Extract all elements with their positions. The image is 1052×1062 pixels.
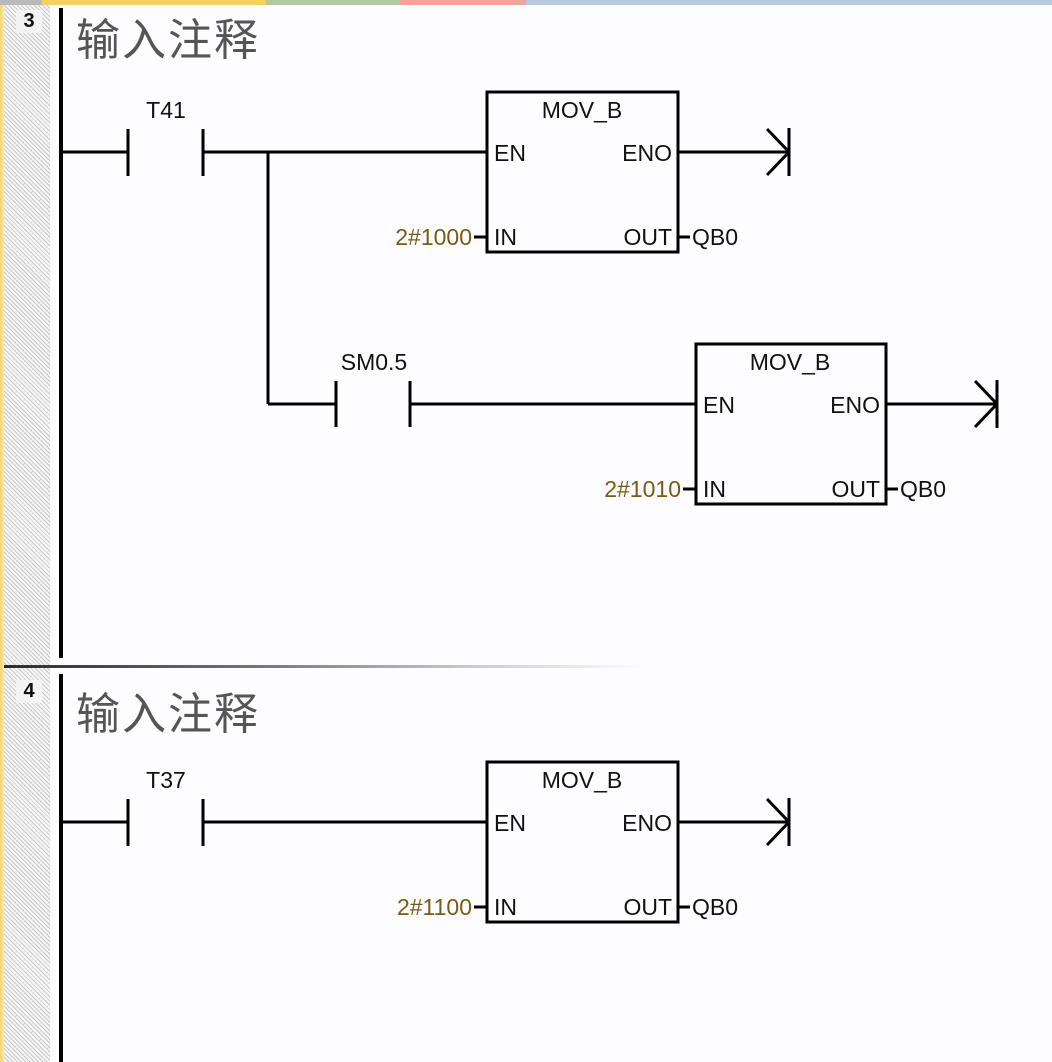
box-pin-eno: ENO: [622, 140, 672, 166]
box-out-value[interactable]: QB0: [692, 224, 738, 250]
box-pin-out: OUT: [623, 224, 672, 250]
tab-strip-segment[interactable]: [400, 0, 526, 5]
box-in-value[interactable]: 2#1000: [395, 224, 472, 250]
box-outline: [694, 342, 888, 506]
box-pin-eno: ENO: [830, 392, 880, 418]
network-comment[interactable]: 输入注释: [76, 689, 260, 740]
tab-strip-segment[interactable]: [526, 0, 1052, 5]
eno-end-arrow-icon: [765, 797, 791, 847]
contact-address: T41: [146, 97, 186, 123]
box-in-value[interactable]: 2#1100: [397, 894, 472, 920]
network-separator: [4, 665, 644, 668]
box-pin-in: IN: [494, 224, 517, 250]
box-out-value[interactable]: QB0: [692, 894, 738, 920]
box-pin-en: EN: [703, 392, 735, 418]
box-out-value[interactable]: QB0: [900, 476, 946, 502]
box-in-value[interactable]: 2#1010: [604, 476, 681, 502]
box-instruction: MOV_B: [542, 97, 623, 123]
box-pin-en: EN: [494, 810, 526, 836]
tab-strip-segment[interactable]: [266, 0, 400, 5]
contact-address: SM0.5: [341, 349, 407, 375]
box-outline: [485, 90, 680, 254]
tab-strip-segment[interactable]: [0, 0, 42, 5]
tab-strip-segment[interactable]: [42, 0, 266, 5]
box-pin-en: EN: [494, 140, 526, 166]
box-outline: [485, 760, 680, 924]
mov-b-box[interactable]: MOV_B EN ENO IN OUT: [485, 90, 680, 254]
box-pin-out: OUT: [623, 894, 672, 920]
contact-sm0-5[interactable]: SM0.5: [334, 349, 412, 427]
box-pin-in: IN: [703, 476, 726, 502]
editor-left-border: [0, 5, 4, 1062]
network-number: 4: [16, 680, 42, 703]
box-pin-eno: ENO: [622, 810, 672, 836]
box-instruction: MOV_B: [750, 349, 831, 375]
network-comment[interactable]: 输入注释: [76, 15, 260, 66]
network-gutter: [4, 5, 50, 1062]
mov-b-box[interactable]: MOV_B EN ENO IN OUT: [485, 760, 680, 924]
editor-tab-strip: [0, 0, 1052, 5]
network-number: 3: [16, 10, 42, 33]
eno-end-arrow-icon: [973, 379, 999, 429]
contact-address: T37: [146, 767, 186, 793]
box-pin-out: OUT: [831, 476, 880, 502]
contact-t37[interactable]: T37: [61, 767, 205, 846]
box-pin-in: IN: [494, 894, 517, 920]
contact-t41[interactable]: T41: [61, 97, 205, 176]
box-instruction: MOV_B: [542, 767, 623, 793]
mov-b-box[interactable]: MOV_B EN ENO IN OUT: [694, 342, 888, 506]
eno-end-arrow-icon: [765, 127, 791, 177]
